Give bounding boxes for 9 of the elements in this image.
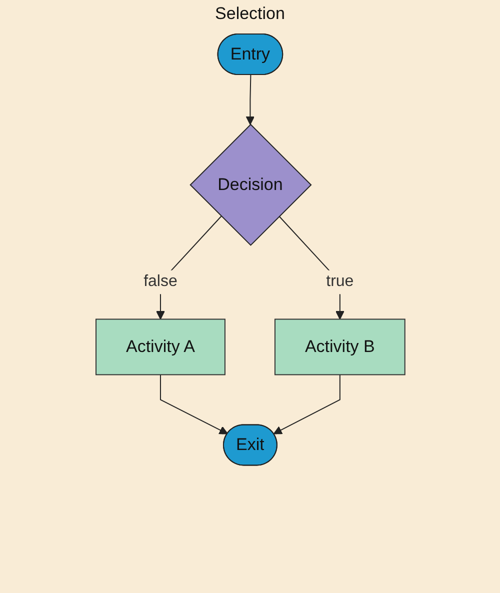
edge-label: true [326, 273, 354, 290]
arrow [245, 74, 254, 125]
node-diamond: Decision [189, 124, 312, 246]
node-box: Activity A [95, 318, 226, 376]
edge-label: false [143, 273, 177, 290]
arrow [160, 374, 228, 434]
diagram-title: Selection [215, 4, 285, 23]
node-box: Activity B [274, 318, 405, 376]
arrow [272, 374, 340, 434]
